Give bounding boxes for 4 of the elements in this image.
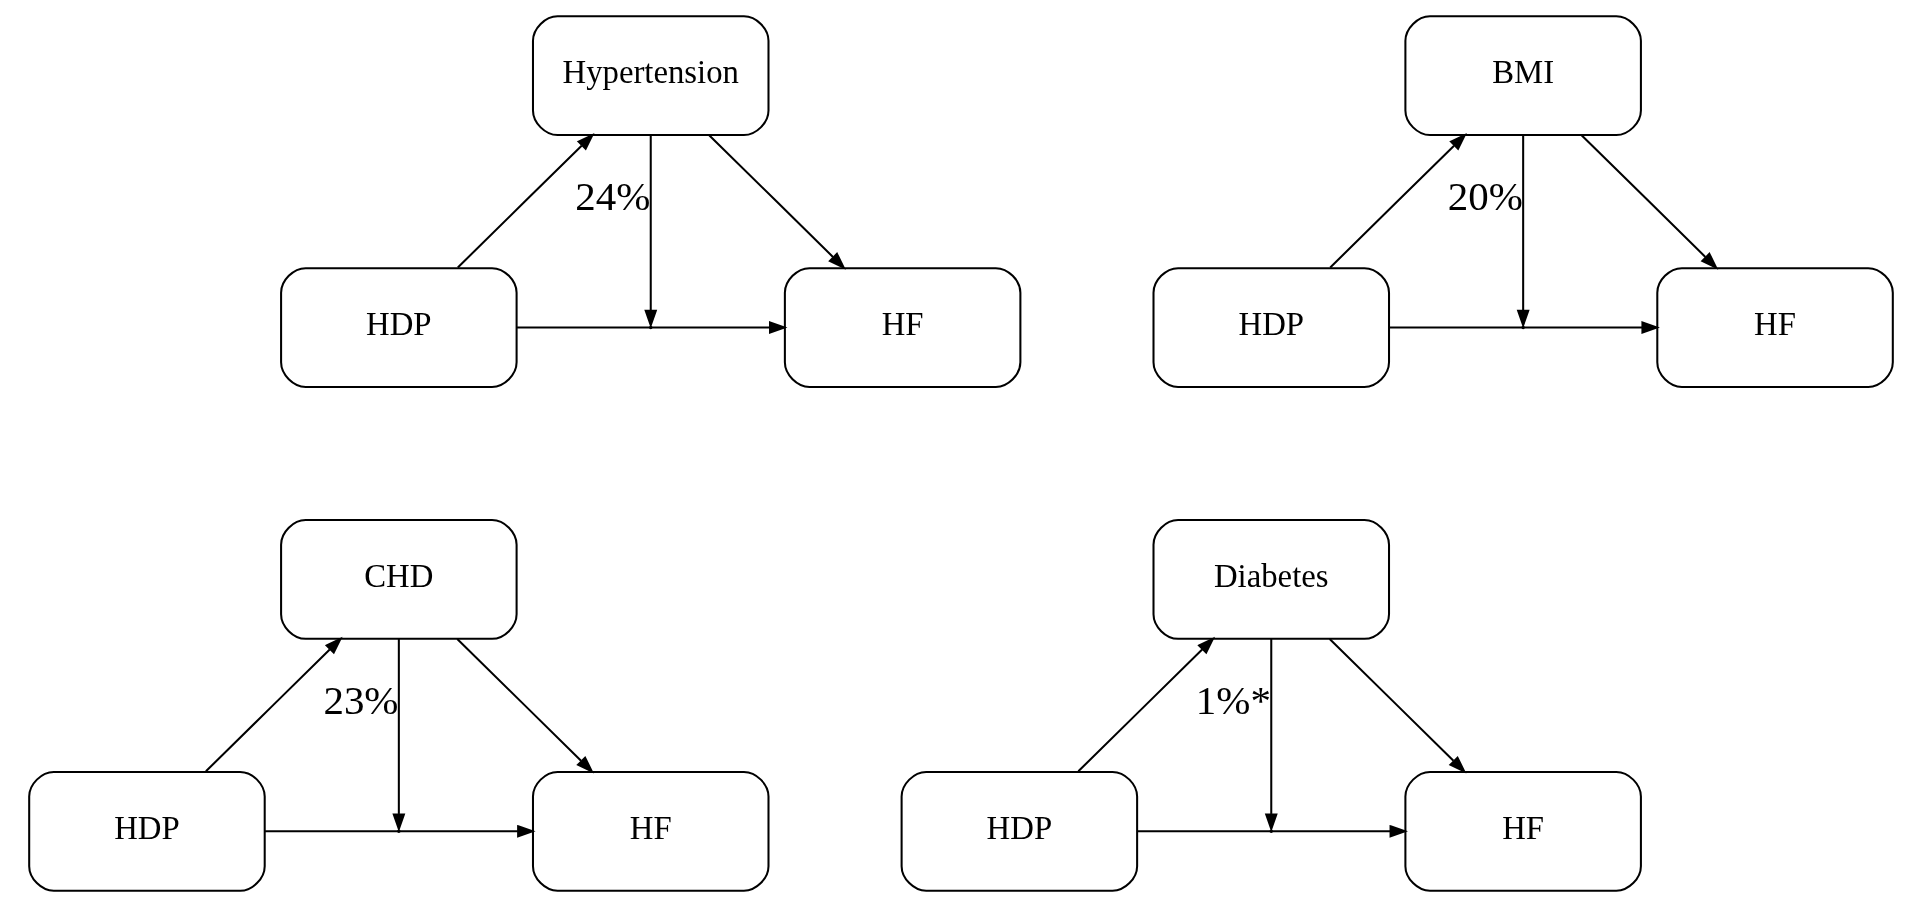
edge-label: 24% [574,174,650,220]
edge-label: 1%* [1195,678,1271,724]
edge-label: 23% [322,678,398,724]
edge-label: 20% [1447,174,1523,220]
